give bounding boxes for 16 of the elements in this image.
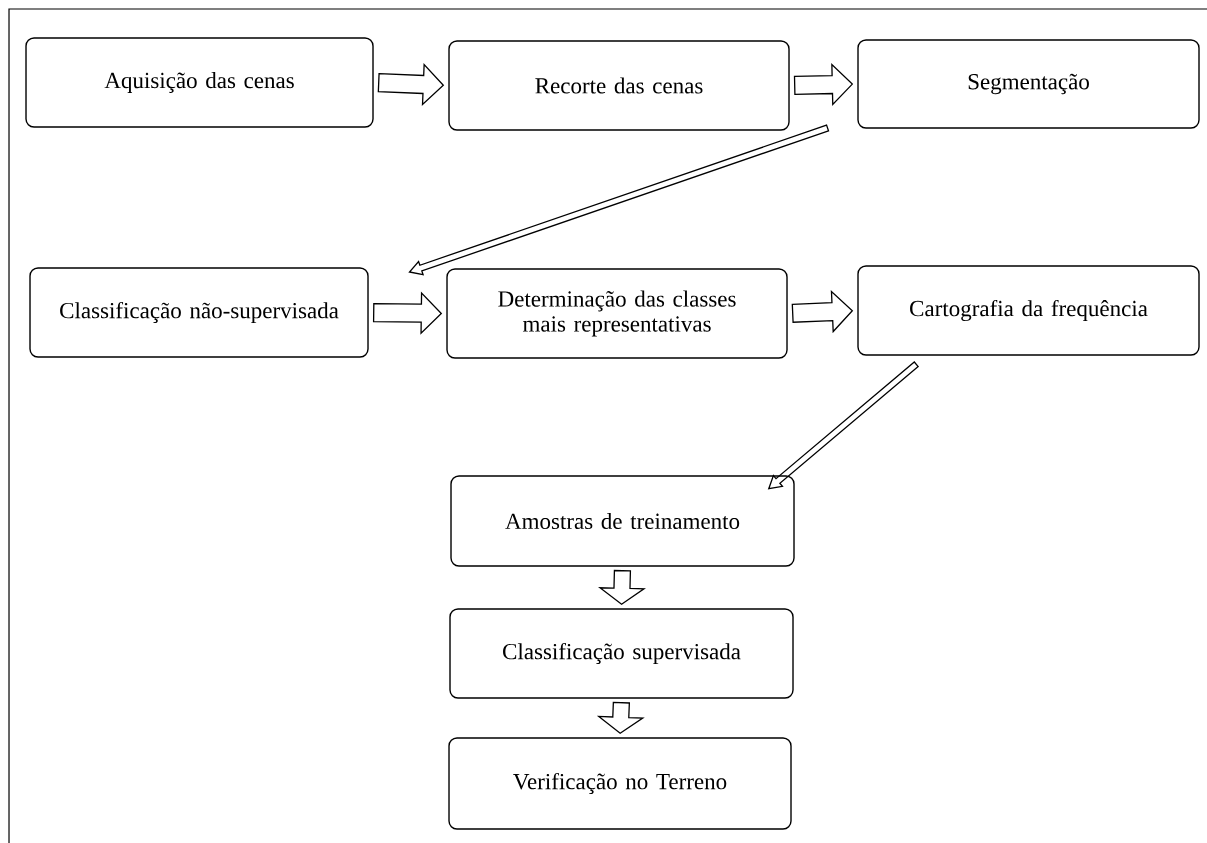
process-box: Classificação não-supervisada — [29, 267, 369, 358]
process-box: Classificação supervisada — [449, 608, 794, 699]
process-box: Segmentação — [857, 39, 1200, 129]
block-arrow — [793, 63, 854, 107]
block-arrow — [372, 291, 443, 335]
process-box: Determinação das classes mais representativas — [446, 268, 788, 359]
block-arrow — [408, 124, 830, 276]
process-box: Recorte das cenas — [448, 40, 790, 131]
block-arrow — [596, 701, 645, 735]
process-box: Aquisição das cenas — [25, 37, 374, 128]
block-arrow — [377, 62, 445, 106]
process-box: Verificação no Terreno — [448, 737, 792, 830]
process-box: Amostras de treinamento — [450, 475, 795, 567]
block-arrow — [791, 290, 854, 334]
block-arrow — [598, 569, 646, 606]
process-box: Cartografia da frequência — [857, 265, 1200, 356]
